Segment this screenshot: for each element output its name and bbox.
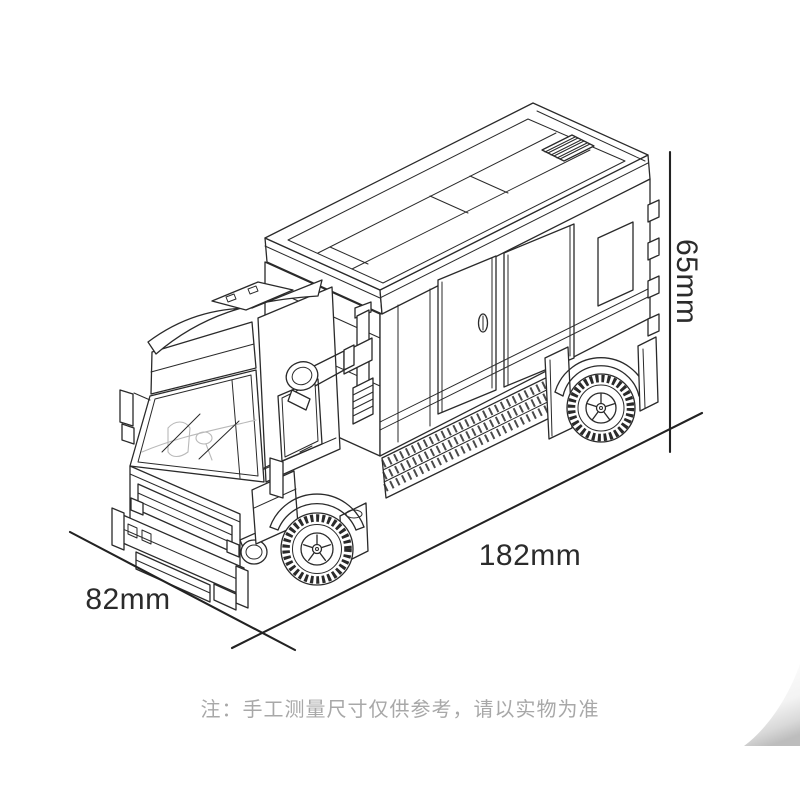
rear-support-post (544, 346, 573, 440)
cab (111, 279, 369, 611)
cab-roof (147, 279, 323, 355)
front-bumper (111, 507, 249, 609)
rear-edge-clips (647, 199, 660, 337)
roof-deflector (211, 281, 294, 311)
mirrors (119, 389, 284, 499)
rear-wheel (566, 373, 636, 443)
roof-vent-grille (541, 134, 595, 162)
dimension-length-label: 182mm (478, 539, 582, 572)
side-skirt (381, 369, 567, 499)
width-dimension-line (68, 530, 297, 652)
front-fender (269, 493, 365, 531)
rear-fender (554, 336, 659, 412)
dimension-width-label: 82mm (85, 583, 171, 616)
front-grille (129, 465, 241, 569)
headlight-right (226, 539, 240, 558)
sliding-door (437, 255, 497, 415)
left-mirror (119, 389, 134, 427)
dimension-lines (68, 150, 704, 652)
right-mirror (269, 457, 284, 499)
length-dimension-line (230, 411, 704, 650)
wipers (161, 413, 240, 460)
page-curl (744, 664, 800, 746)
headlight-left (130, 497, 144, 516)
air-horn (285, 337, 373, 411)
cargo-box (264, 102, 660, 499)
dimension-height-label: 65mm (670, 239, 703, 325)
front-wheel (280, 512, 354, 586)
windshield (129, 369, 265, 483)
measurement-note: 注：手工测量尺寸仅供参考，请以实物为准 (200, 699, 600, 721)
